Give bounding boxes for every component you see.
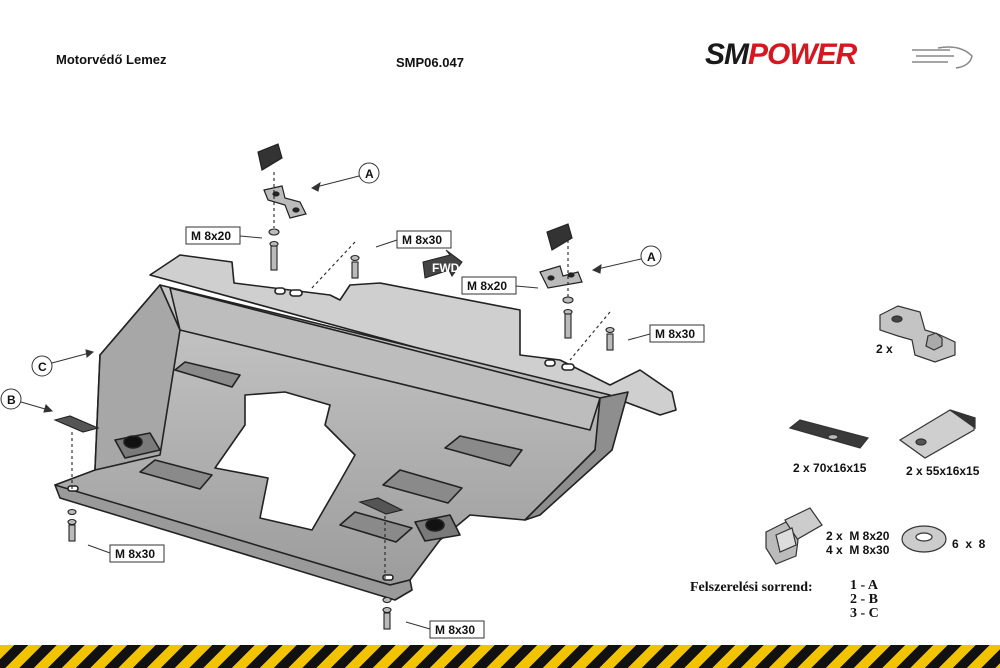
washer-icon: [901, 525, 947, 553]
callout-b: B: [7, 393, 16, 407]
brand-logo: SMPOWER: [705, 38, 857, 72]
label-m8x30-right: M 8x30: [655, 327, 695, 341]
label-m8x30-top: M 8x30: [402, 233, 442, 247]
plate-large-icon: [788, 419, 870, 449]
warning-stripe-footer: [0, 645, 1000, 668]
skid-plate: [54, 254, 677, 601]
label-m8x20-left: M 8x20: [191, 229, 231, 243]
label-m8x30-bottom-left: M 8x30: [115, 547, 155, 561]
logo-speed-lines-icon: [912, 46, 973, 69]
plate-small-spec: 2 x 55x16x15: [906, 464, 980, 478]
fwd-text: FWD: [432, 261, 460, 275]
callout-c: C: [38, 360, 47, 374]
label-m8x20-mid: M 8x20: [467, 279, 507, 293]
bracket-left: [257, 143, 307, 219]
sequence-step-2: 2 - B: [850, 592, 878, 607]
bolts: [53, 172, 615, 630]
hex-bolt-icon: [765, 507, 823, 565]
label-m8x30-bottom: M 8x30: [435, 623, 475, 637]
bracket-quantity: 2 x: [876, 342, 893, 356]
plate-large-spec: 2 x 70x16x15: [793, 461, 867, 475]
logo-power: POWER: [748, 38, 857, 71]
spare-bracket-icon: [879, 305, 956, 363]
fwd-arrow-icon: FWD: [422, 249, 463, 279]
sequence-step-1: 1 - A: [850, 578, 878, 593]
callout-a2: A: [647, 250, 656, 264]
product-code: SMP06.047: [396, 55, 464, 70]
callouts: [0, 162, 662, 413]
washers-spec: 6 x 8: [952, 537, 986, 551]
bolts-spec-1: 2 x M 8x20: [826, 529, 890, 543]
plate-small-icon: [898, 409, 976, 459]
sequence-step-3: 3 - C: [850, 606, 879, 621]
bracket-right: [539, 223, 583, 289]
bolts-spec-2: 4 x M 8x30: [826, 543, 890, 557]
sequence-label: Felszerelési sorrend:: [690, 580, 813, 595]
page-title: Motorvédő Lemez: [56, 52, 167, 67]
logo-sm: SM: [705, 38, 749, 71]
callout-a1: A: [365, 167, 374, 181]
